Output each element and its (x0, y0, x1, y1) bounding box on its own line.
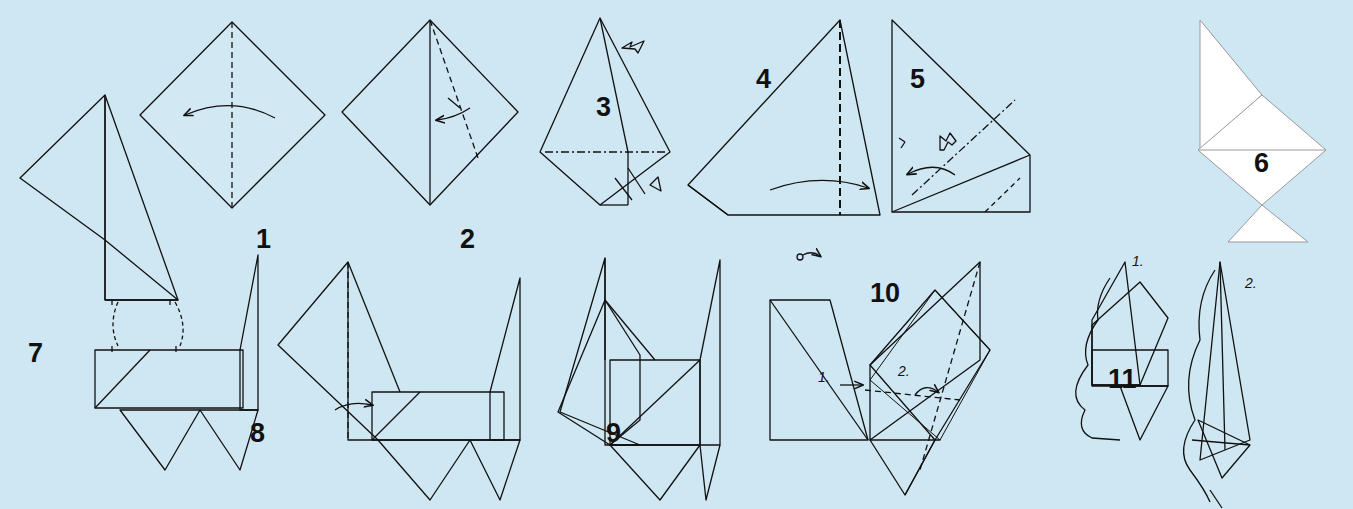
step-number: 1 (256, 226, 271, 253)
step-number: 5 (910, 66, 925, 93)
step-number: 8 (250, 420, 265, 447)
step-5 (892, 20, 1030, 212)
step-8 (278, 262, 520, 500)
step-2 (342, 20, 518, 205)
step-number: 2 (460, 226, 475, 253)
step-6 (1198, 20, 1326, 242)
step-4 (688, 20, 880, 215)
step-number: 10 (870, 280, 900, 307)
step-3 (540, 18, 670, 205)
step-10 (770, 253, 990, 495)
sub-step-number: 1. (818, 370, 830, 384)
sub-step-number: 2. (898, 364, 910, 378)
step-7 (20, 95, 258, 470)
step-11 (1076, 262, 1250, 508)
step-number: 7 (28, 340, 43, 367)
sub-step-number: 2. (1245, 276, 1257, 290)
step-1 (140, 22, 325, 208)
step-number: 11 (1108, 366, 1137, 393)
step-number: 3 (596, 94, 611, 121)
step-9 (558, 258, 720, 500)
step-number: 9 (606, 420, 621, 447)
step-number: 6 (1254, 150, 1269, 177)
sub-step-number: 1. (1132, 254, 1144, 268)
step-number: 4 (756, 66, 771, 93)
